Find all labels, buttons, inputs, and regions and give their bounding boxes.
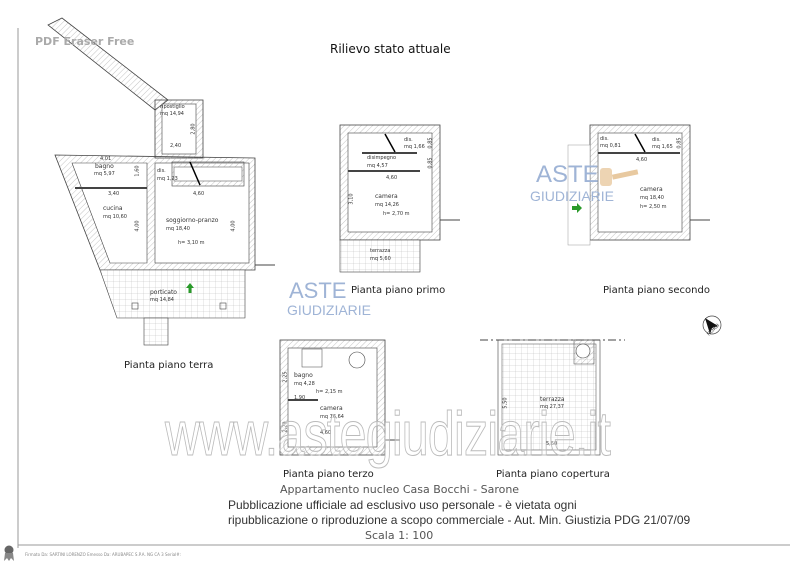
floor-label: Pianta piano secondo	[603, 285, 710, 296]
room-height: h= 3,10 m	[178, 240, 205, 246]
room-name: disimpegno	[367, 155, 397, 161]
room-name: ripostiglio	[160, 104, 185, 110]
room-area: mq 18,40	[166, 226, 190, 232]
aste-logo: ASTE	[536, 161, 599, 188]
dimension: 4,60	[320, 430, 332, 436]
entrance-arrow-icon	[572, 203, 582, 213]
plan-ground-floor	[47, 17, 275, 346]
room-name: camera	[375, 193, 398, 200]
room-name: dis.	[652, 137, 661, 143]
dimension: 3,40	[108, 191, 120, 197]
room-name: bagno	[294, 372, 313, 379]
aste-logo: GIUDIZIARIE	[530, 188, 615, 204]
plan-first-floor	[339, 124, 460, 273]
dimension: 4,00	[230, 220, 237, 232]
page-title: Rilievo stato attuale	[330, 42, 451, 56]
room-area: mq 4,57	[367, 163, 388, 169]
room-area: mq 0,81	[600, 143, 621, 149]
room-name: terrazza	[370, 248, 391, 254]
dimension: 1,60	[134, 165, 141, 177]
room-area: mq 14,94	[160, 111, 184, 117]
room-area: mq 16,64	[320, 414, 344, 420]
floor-label: Pianta piano copertura	[496, 469, 610, 480]
room-name: terrazza	[540, 396, 565, 403]
dimension: 4,60	[386, 175, 398, 181]
dimension: 2,80	[190, 123, 197, 135]
room-area: mq 1,65	[652, 144, 673, 150]
dimension: 3,10	[348, 193, 355, 205]
plan-roof	[480, 339, 625, 456]
dimension: 4,00	[134, 220, 141, 232]
aste-logo: ASTE	[289, 278, 347, 303]
room-area: mq 14,84	[150, 297, 174, 303]
floor-label: Pianta piano terra	[124, 360, 214, 371]
room-area: mq 1,66	[404, 144, 425, 150]
room-name: cucina	[103, 205, 123, 212]
room-area: mq 18,40	[640, 195, 664, 201]
room-name: camera	[640, 186, 663, 193]
pdf-eraser-watermark: PDF Eraser Free	[35, 35, 135, 48]
floor-label: Pianta piano primo	[351, 285, 446, 296]
room-name: dis.	[404, 137, 413, 143]
room-name: camera	[320, 405, 343, 412]
plan-third-floor	[279, 339, 400, 456]
room-area: mq 14,26	[375, 202, 399, 208]
north-arrow-icon	[702, 315, 722, 335]
dimension: 5,60	[546, 441, 558, 447]
aste-logo: GIUDIZIARIE	[287, 302, 372, 318]
room-height: h= 2,15 m	[316, 389, 343, 395]
signature-seal-icon	[3, 545, 15, 561]
legal-notice: Pubblicazione ufficiale ad esclusivo uso…	[228, 498, 577, 512]
room-height: h= 2,70 m	[383, 211, 410, 217]
room-name: soggiorno-pranzo	[166, 217, 219, 224]
gavel-icon	[611, 169, 639, 180]
entrance-arrow-icon	[186, 283, 194, 293]
dimension: 4,01	[100, 156, 112, 162]
room-area: mq 5,60	[370, 256, 391, 262]
dimension: 0,85	[427, 137, 434, 149]
dimension: 2,25	[282, 371, 289, 383]
drawing-caption: Appartamento nucleo Casa Bocchi - Sarone	[280, 483, 520, 496]
dimension: 2,40	[170, 143, 182, 149]
site-watermark: www.astegiudiziarie.it	[165, 400, 612, 469]
drawing-scale: Scala 1: 100	[365, 529, 434, 542]
dimension: 0,85	[427, 157, 434, 169]
room-area: mq 1,23	[157, 176, 178, 182]
legal-notice: ripubblicazione o riproduzione a scopo c…	[228, 513, 691, 527]
dimension: 0,85	[676, 137, 683, 149]
dimension: 1,90	[294, 395, 306, 401]
room-name: dis.	[600, 136, 609, 142]
dimension: 4,60	[636, 157, 648, 163]
room-area: mq 10,60	[103, 214, 127, 220]
room-name: porticato	[150, 289, 177, 296]
room-area: mq 5,97	[94, 171, 115, 177]
room-height: h= 2,50 m	[640, 204, 667, 210]
room-area: mq 4,28	[294, 381, 315, 387]
digital-signature: Firmato Da: SARTINI LORENZO Emesso Da: A…	[25, 552, 182, 557]
dimension: 4,60	[193, 191, 205, 197]
room-name: dis.	[157, 168, 166, 174]
floor-label: Pianta piano terzo	[283, 469, 374, 480]
room-area: mq 27,37	[540, 404, 564, 410]
room-name: bagno	[95, 163, 114, 170]
gavel-icon	[600, 168, 612, 186]
